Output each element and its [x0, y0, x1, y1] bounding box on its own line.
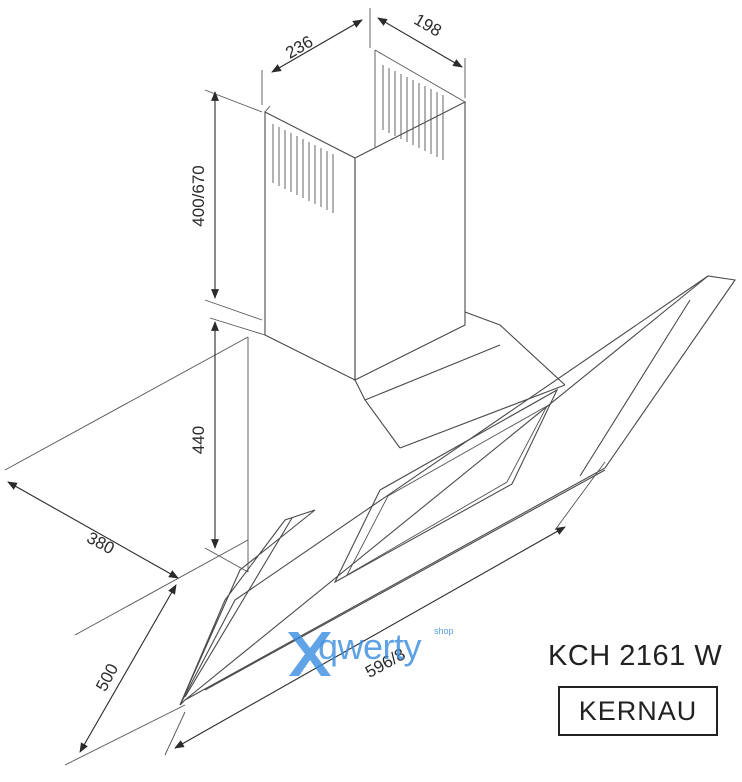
- label-chimney-width: 236: [282, 32, 316, 63]
- chimney-front-face: [264, 111, 356, 381]
- label-hood-depth: 380: [84, 528, 118, 558]
- chimney-vents-back: [382, 65, 444, 160]
- watermark-text: qwerty: [318, 626, 422, 667]
- brand-box: KERNAU: [558, 686, 718, 736]
- chimney-vents-front: [272, 124, 334, 213]
- chimney-right-face: [354, 101, 466, 381]
- watermark: qwerty shop: [282, 622, 472, 682]
- model-label: KCH 2161 W: [548, 640, 723, 672]
- dimension-lines: [7, 8, 606, 766]
- watermark-suffix: shop: [434, 626, 454, 636]
- label-glass-depth: 500: [92, 660, 122, 694]
- watermark-x-icon: [288, 632, 331, 676]
- brand-name: KERNAU: [578, 695, 698, 726]
- control-window: [333, 388, 559, 584]
- label-chimney-height: 400/670: [189, 165, 208, 226]
- label-hood-height: 440: [189, 426, 208, 454]
- label-chimney-depth: 198: [411, 10, 445, 41]
- chimney: [264, 49, 466, 381]
